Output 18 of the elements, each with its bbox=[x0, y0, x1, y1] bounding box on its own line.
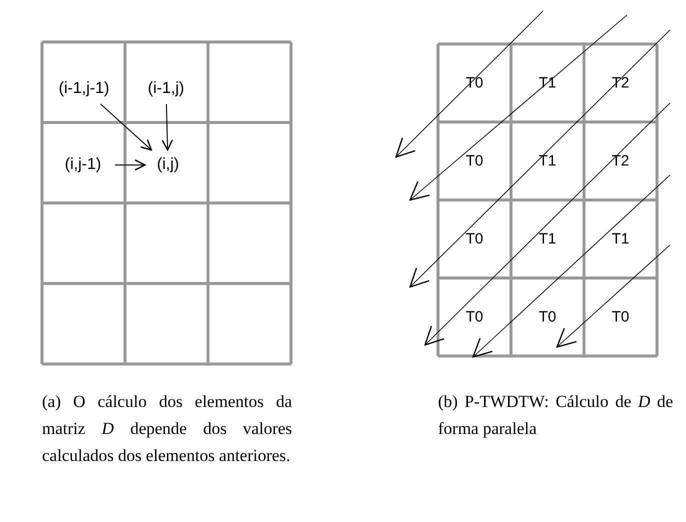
thread-label: T2 bbox=[612, 152, 630, 170]
cell-index-label: (i-1,j) bbox=[138, 77, 194, 101]
thread-label: T0 bbox=[466, 308, 484, 326]
thread-label: T1 bbox=[538, 230, 556, 248]
cell-index-label: (i,j-1) bbox=[54, 153, 112, 177]
arrow bbox=[114, 159, 146, 171]
thread-label: T0 bbox=[466, 230, 484, 248]
cell-index-label: (i-1,j-1) bbox=[46, 77, 122, 101]
arrow bbox=[162, 104, 173, 151]
arrow bbox=[100, 104, 152, 151]
figure-caption: (b) P-TWDTW: Cálculo de D de forma paralela bbox=[438, 391, 673, 440]
thread-label: T1 bbox=[612, 230, 630, 248]
figure-caption: (a) O cálculo dos elementos da matriz D depende dos valores calculados dos elementos anteriores. bbox=[42, 391, 292, 467]
thread-label: T1 bbox=[538, 152, 556, 170]
thread-label: T0 bbox=[612, 308, 630, 326]
thread-label: T0 bbox=[538, 308, 556, 326]
thread-label: T0 bbox=[466, 152, 484, 170]
cell-index-label: (i,j) bbox=[148, 153, 188, 177]
